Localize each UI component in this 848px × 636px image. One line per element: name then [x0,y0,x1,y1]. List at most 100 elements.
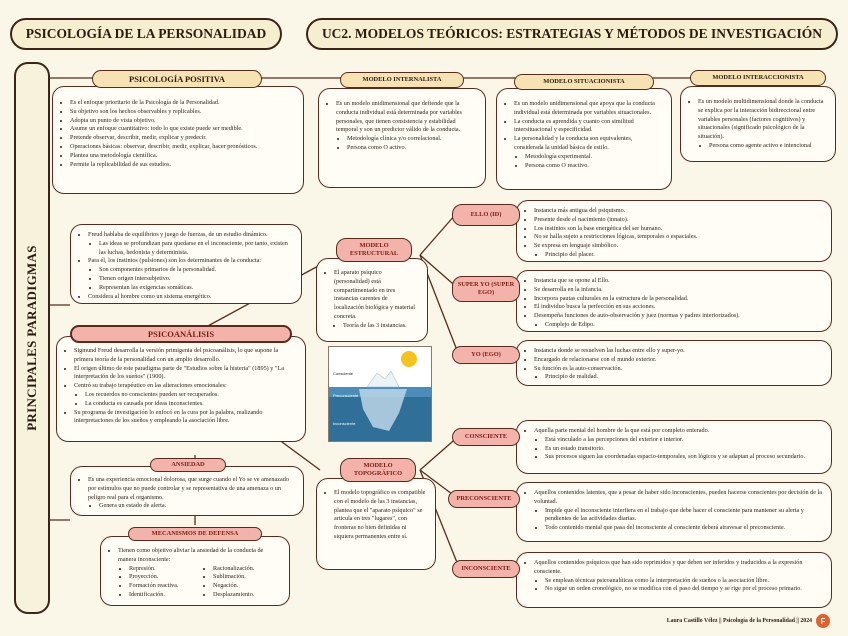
inconsciente-title-text: INCONSCIENTE [461,565,510,573]
internalista-text: Es un modelo unidimensional que defiende… [336,100,477,135]
header-left-title: PSICOLOGÍA DE LA PERSONALIDAD [10,18,282,50]
freud-item: Para él, los instintos (pulsiones) son l… [88,257,293,266]
situacionista-box: Es un modelo unidimensional que apoya qu… [496,88,672,190]
iceberg-image: Consciente Preconsciente Inconsciente [328,346,432,442]
superyo-sub: Complejo de Edipo. [545,321,823,330]
ansiedad-box: Es una experiencia emocional dolorosa, q… [70,466,304,516]
yo-sub: Principio de realidad. [545,373,823,382]
consciente-sub: Sus procesos siguen las coordenadas espa… [545,453,823,462]
estructural-sub: Teoría de las 3 instancias. [343,322,419,331]
header-right-title: UC2. MODELOS TEÓRICOS: ESTRATEGIAS Y MÉT… [306,18,838,50]
side-label-box: PRINCIPALES PARADIGMAS [14,62,50,614]
inconsciente-text: Aquellos contenidos psíquicos que han si… [534,559,823,577]
internalista-box: Es un modelo unidimensional que defiende… [318,88,486,188]
interaccionista-sub: Persona como agente activo e intencional [709,142,827,151]
positiva-item: Adopta un punto de vista objetivo. [70,117,295,126]
footer-credit-text: Laura Castillo Vélez || Psicología de la… [667,618,812,624]
topografico-box: El modelo topográfico es compatible con … [316,478,436,570]
iceberg-illustration: Consciente Preconsciente Inconsciente [329,347,431,441]
positiva-item: Plantea una metodología científica. [70,152,295,161]
freud-box: Freud hablaba de equilibrios y juego de … [70,224,302,304]
psicoanalisis-title-text: PSICOANÁLISIS [148,329,214,340]
inconsciente-title: INCONSCIENTE [452,560,520,578]
defensa-item: Desplazamiento. [213,591,281,600]
defensa-item: Proyección. [129,573,197,582]
inconsciente-sub: Se emplean técnicas psicoanalíticas como… [545,577,823,586]
positiva-list: Es el enfoque prioritario de la Psicolog… [61,99,295,169]
interaccionista-title-text: MODELO INTERACCIONISTA [712,74,803,82]
ello-sub: Principio del placer. [545,251,823,260]
preconsciente-title-text: PRECONSCIENTE [456,495,511,503]
psicoanalisis-sub: Los recuerdos no conscientes pueden ser … [85,391,297,400]
preconsciente-sub: Todo contenido mental que pasa del incon… [545,524,823,533]
header-right-title-text: UC2. MODELOS TEÓRICOS: ESTRATEGIAS Y MÉT… [322,26,822,42]
yo-title-text: YO (EGO) [471,351,501,359]
defensa-item: Represión. [129,565,197,574]
positiva-box: Es el enfoque prioritario de la Psicolog… [52,86,304,194]
freud-sub: Son componentes primarios de la personal… [99,266,293,275]
defensa-text: Tienen como objetivo aliviar la ansiedad… [118,547,281,565]
superyo-item: El individuo busca la perfección en sus … [534,303,823,312]
yo-box: Instancia donde se resuelven las luchas … [516,340,832,386]
defensa-item: Formación reactiva. [129,582,197,591]
side-label: PRINCIPALES PARADIGMAS [24,245,40,431]
situacionista-item: La conducta es aprendida y cuanto con si… [514,118,663,136]
psicoanalisis-item: Sigmund Freud desarrolla la versión prim… [74,347,297,365]
superyo-title-text: SUPER YO (SUPER EGO) [457,281,515,297]
ansiedad-title: ANSIEDAD [150,458,226,472]
positiva-item: Asume un enfoque cuantitativo: todo lo q… [70,125,295,134]
defensa-title: MECANISMOS DE DEFENSA [128,527,262,541]
ello-item: Presente desde el nacimiento (innato). [534,216,823,225]
positiva-item: Es el enfoque prioritario de la Psicolog… [70,99,295,108]
interaccionista-title: MODELO INTERACCIONISTA [690,70,826,86]
consciente-title-text: CONSCIENTE [465,433,507,441]
defensa-item: Identificación. [129,591,197,600]
ansiedad-title-text: ANSIEDAD [171,461,204,469]
preconsciente-sub: Impide que el inconsciente interfiera en… [545,507,823,525]
defensa-title-text: MECANISMOS DE DEFENSA [152,530,239,538]
ello-item: Se expresa en lenguaje simbólico. [534,242,823,251]
situacionista-sub: Persona como O reactivo. [525,162,663,171]
consciente-sub: Es un estado transitorio. [545,445,823,454]
preconsciente-box: Aquellos contenidos latentes, que a pesa… [516,482,832,542]
iceberg-label: Consciente [333,371,354,376]
defensa-item: Negación. [213,582,281,591]
preconsciente-title: PRECONSCIENTE [448,490,520,508]
superyo-item: Se desarrolla en la infancia. [534,286,823,295]
internalista-title: MODELO INTERNALISTA [340,72,464,88]
ello-box: Instancia más antigua del psiquismo. Pre… [516,200,832,262]
positiva-item: Operaciones básicas: observar, describir… [70,143,295,152]
preconsciente-text: Aquellos contenidos latentes, que a pesa… [534,489,823,507]
footer-logo-text: F [821,617,826,626]
ello-title: ELLO (ID) [452,204,520,226]
defensa-box: Tienen como objetivo aliviar la ansiedad… [100,536,290,606]
topografico-text: El modelo topográfico es compatible con … [334,489,427,542]
header-left-title-text: PSICOLOGÍA DE LA PERSONALIDAD [26,26,266,42]
estructural-title-text: MODELO ESTRUCTURAL [341,242,407,258]
ello-item: Los instintos son la base energética del… [534,225,823,234]
freud-sub: Tienen origen intersubjetivo. [99,275,293,284]
freud-item: Freud hablaba de equilibrios y juego de … [88,231,293,240]
psicoanalisis-title: PSICOANÁLISIS [70,325,292,343]
psicoanalisis-sub: La conducta es causada por ideas inconsc… [85,400,297,409]
superyo-title: SUPER YO (SUPER EGO) [452,276,520,302]
consciente-title: CONSCIENTE [452,428,520,446]
estructural-title: MODELO ESTRUCTURAL [336,238,412,262]
positiva-item: Su objetivo son los hechos observables y… [70,108,295,117]
ansiedad-text: Es una experiencia emocional dolorosa, q… [88,476,295,502]
consciente-box: Aquella parte mental del hombre de la qu… [516,420,832,474]
psicoanalisis-item: Centró su trabajo terapéutico en las alt… [74,382,297,391]
ello-title-text: ELLO (ID) [471,211,502,219]
ansiedad-sub: Genera un estado de alerta. [99,502,295,511]
internalista-sub: Persona como O activo. [347,144,477,153]
internalista-title-text: MODELO INTERNALISTA [363,76,442,84]
situacionista-sub: Metodología experimental. [525,153,663,162]
iceberg-label: Inconsciente [333,421,356,426]
interaccionista-box: Es un modelo multidimensional donde la c… [680,86,836,162]
superyo-item: Instancia que se opone al Ello. [534,277,823,286]
defensa-item: Sublimación. [213,573,281,582]
internalista-sub: Metodología clínica y/o correlacional. [347,135,477,144]
ello-item: Instancia más antigua del psiquismo. [534,207,823,216]
situacionista-item: La personalidad y la conducta son equiva… [514,135,663,153]
superyo-item: Desempeña funciones de auto-observación … [534,312,823,321]
